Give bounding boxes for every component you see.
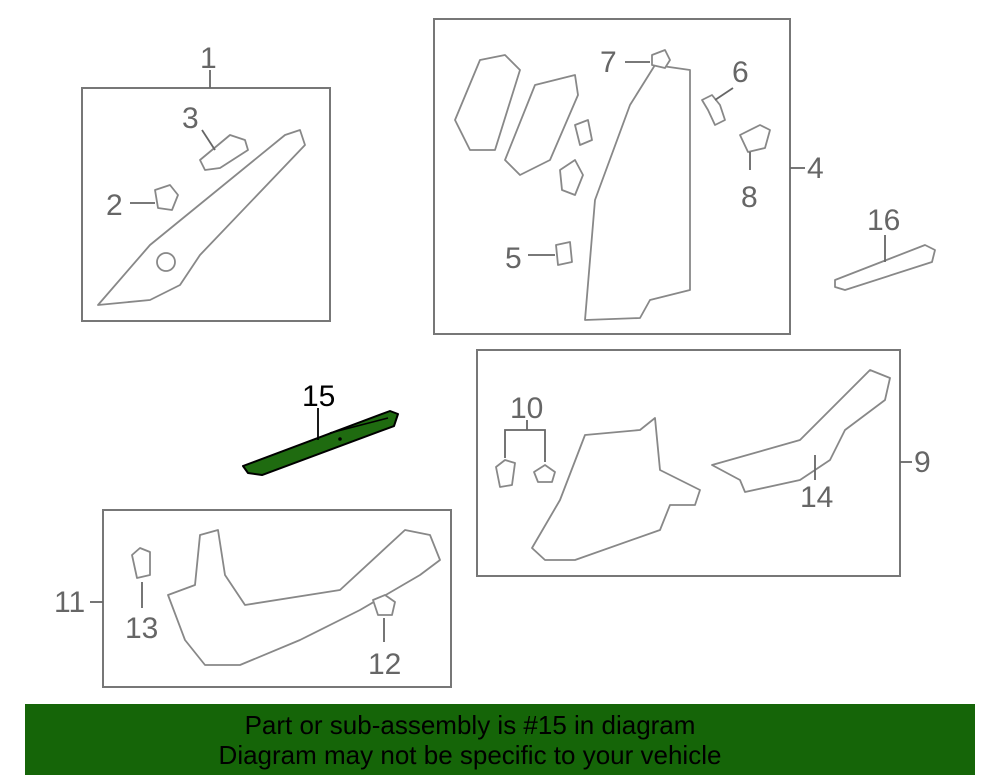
part-16-sill-plate[interactable] xyxy=(834,244,936,291)
part-15-hole xyxy=(338,437,342,441)
part-9-c-pillar-lower-trim[interactable] xyxy=(531,417,701,561)
part-6-bolt[interactable] xyxy=(701,94,726,126)
callout-7: 7 xyxy=(600,46,617,79)
part-1-speaker-grille xyxy=(156,252,176,272)
leader-10 xyxy=(504,420,546,462)
callout-2: 2 xyxy=(106,189,123,222)
part-4-clip-small[interactable] xyxy=(559,159,584,196)
callout-15: 15 xyxy=(302,380,335,413)
banner-line-1: Part or sub-assembly is #15 in diagram xyxy=(244,710,696,740)
part-10-clip-a[interactable] xyxy=(495,459,516,488)
callout-4: 4 xyxy=(807,152,824,185)
callout-8: 8 xyxy=(741,181,758,214)
callout-14: 14 xyxy=(800,481,833,514)
group-box-1 xyxy=(81,87,331,322)
callout-16: 16 xyxy=(867,204,900,237)
part-1-a-pillar-trim[interactable] xyxy=(97,129,306,306)
part-7-clip[interactable] xyxy=(651,49,671,69)
callout-5: 5 xyxy=(505,242,522,275)
callout-9: 9 xyxy=(914,446,931,479)
part-13-clip[interactable] xyxy=(131,547,151,579)
banner-line-2: Diagram may not be specific to your vehi… xyxy=(218,740,722,770)
part-2-clip[interactable] xyxy=(154,184,179,211)
group-box-11 xyxy=(102,509,452,688)
callout-11: 11 xyxy=(54,586,85,619)
group-box-9 xyxy=(476,349,901,577)
part-3-clip[interactable] xyxy=(199,134,249,171)
leader-6 xyxy=(714,87,734,101)
part-15-sill-plate-highlighted[interactable] xyxy=(242,410,399,476)
callout-10: 10 xyxy=(510,392,543,425)
callout-1: 1 xyxy=(200,42,217,75)
part-4-clip-small-2[interactable] xyxy=(574,119,593,146)
callout-12: 12 xyxy=(368,648,401,681)
callout-3: 3 xyxy=(182,102,199,135)
part-4-inner-bracket[interactable] xyxy=(454,54,521,151)
leader-3 xyxy=(201,129,216,151)
part-4-b-pillar-trim[interactable] xyxy=(584,64,691,321)
callout-6: 6 xyxy=(732,56,749,89)
part-10-clip-b[interactable] xyxy=(533,464,556,483)
part-14-rear-sill-trim[interactable] xyxy=(711,369,891,493)
part-4-handle[interactable] xyxy=(504,74,579,176)
group-box-4 xyxy=(433,18,791,335)
part-12-clip[interactable] xyxy=(372,594,396,616)
part-5-clip[interactable] xyxy=(555,241,573,266)
callout-13: 13 xyxy=(125,612,158,645)
part-11-front-sill-trim[interactable] xyxy=(167,529,441,666)
part-8-clip[interactable] xyxy=(739,124,771,153)
info-banner: Part or sub-assembly is #15 in diagram D… xyxy=(25,704,975,775)
part-15-groove xyxy=(329,417,389,434)
